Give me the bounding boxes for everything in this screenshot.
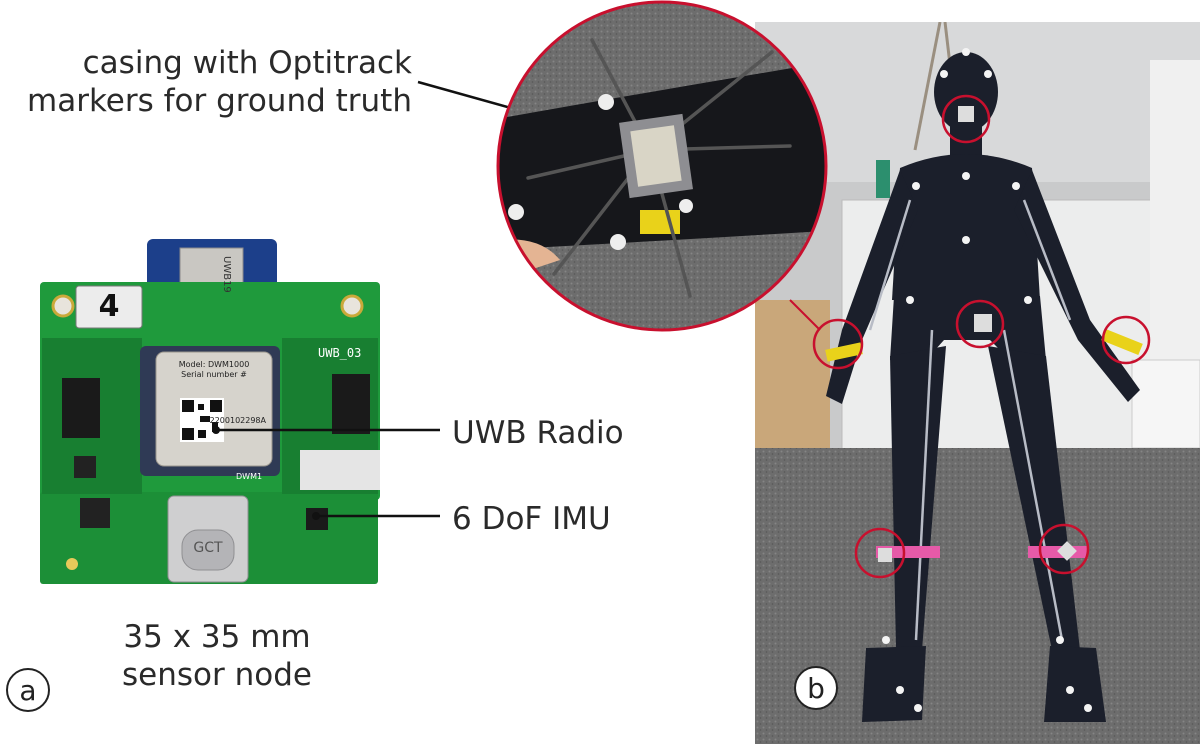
imu-callout: 6 DoF IMU [452, 501, 611, 537]
regulator-chip [80, 498, 110, 528]
antenna-tag-label: UWB19 [221, 256, 232, 293]
panel-label-b: b [794, 666, 838, 710]
qr-code [180, 398, 224, 442]
right-knee-sensor [1057, 541, 1077, 561]
highlight-right-knee [1038, 523, 1090, 575]
right-foot [1044, 646, 1106, 722]
node-number: 4 [98, 289, 120, 324]
panel-label-a: a [6, 668, 50, 712]
torso [892, 154, 1040, 300]
pink-strap [1028, 546, 1088, 558]
highlight-left-wrist [812, 318, 864, 370]
zoom-inset [498, 2, 826, 330]
board-id-label: UWB_03 [318, 346, 362, 360]
mocap-photo [755, 22, 1200, 744]
suit-seams [868, 199, 1072, 641]
inset-markers [508, 94, 693, 250]
module-serial: Serial number # [181, 370, 247, 379]
leader-dot [312, 512, 320, 520]
zoom-connector [789, 299, 821, 331]
yellow-strap [825, 342, 863, 362]
mounting-hole [340, 294, 364, 318]
left-knee-sensor [878, 548, 892, 562]
usb-c-port [181, 529, 235, 571]
usb-label: GCT [193, 540, 223, 556]
caption-dimensions: 35 x 35 mm [123, 619, 311, 655]
person-in-mocap-suit [826, 52, 1140, 722]
right-arm [1014, 170, 1140, 402]
inset-yellow-strap [640, 210, 680, 234]
ground-truth-line-2: markers for ground truth [27, 83, 412, 119]
pelvis-sensor [974, 314, 992, 332]
ground-truth-line-1: casing with Optitrack [82, 45, 412, 81]
right-leg [988, 346, 1080, 650]
uwb-radio-callout: UWB Radio [452, 415, 624, 451]
cardboard-box [755, 300, 830, 450]
zoom-inset-border [496, 0, 828, 332]
module-code-label: DWM1 [236, 472, 263, 481]
left-foot [862, 646, 926, 722]
left-ic-chip [62, 378, 100, 438]
module-label: Model: DWM1000 Serial number # 220010229… [162, 360, 266, 426]
tripod-leg [913, 22, 942, 151]
head-sensor [958, 106, 974, 122]
mounting-hole [51, 294, 75, 318]
optitrack-markers [882, 48, 1092, 712]
highlight-pelvis [955, 299, 1005, 349]
node-number-sticker [75, 285, 143, 329]
pad-dot [66, 558, 78, 570]
highlight-left-knee [854, 527, 906, 579]
highlight-right-wrist [1101, 315, 1151, 365]
right-ic-chip [332, 374, 370, 434]
white-box [1131, 359, 1200, 449]
white-pad [300, 450, 380, 490]
sensor-node-caption: 35 x 35 mm sensor node [108, 618, 326, 694]
small-chip [74, 456, 96, 478]
module-model: Model: DWM1000 [178, 360, 250, 369]
highlight-head [941, 94, 991, 144]
sensor-node-board [40, 239, 380, 584]
casing-label [630, 125, 682, 187]
ground-truth-callout: casing with Optitrack markers for ground… [0, 44, 412, 120]
module-serial-number: 2200102298A [209, 416, 266, 425]
yellow-strap [1101, 328, 1143, 356]
green-sign [876, 160, 890, 198]
head [934, 52, 998, 132]
sensor-highlight-circles [812, 94, 1151, 579]
caption-description: sensor node [122, 657, 312, 693]
left-leg [890, 346, 946, 650]
leader-dot [212, 426, 220, 434]
